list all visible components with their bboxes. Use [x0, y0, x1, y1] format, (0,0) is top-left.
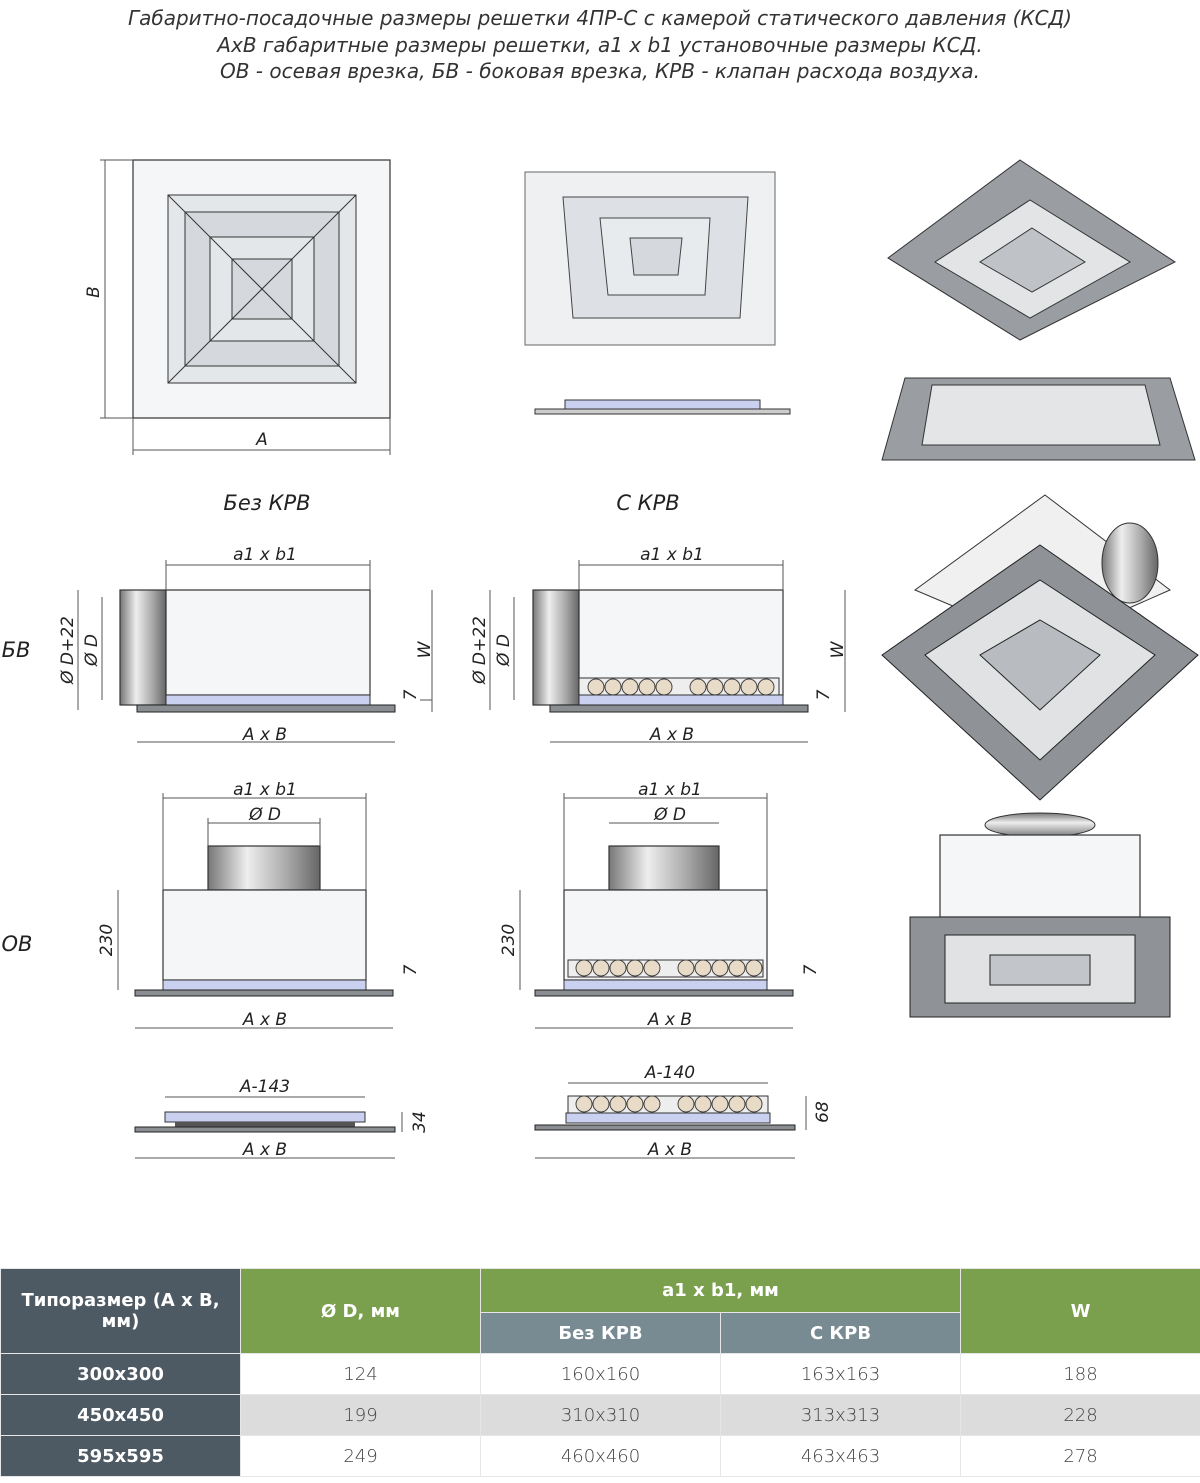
title-line-1: Габаритно-посадочные размеры решетки 4ПР…	[128, 6, 1072, 30]
dim-b-label: B	[84, 286, 104, 298]
d22-label: Ø D+22	[58, 616, 78, 685]
header-with-krv: С КРВ	[719, 1312, 962, 1354]
flat-without-krv-drawing: A-143 34 A x B	[134, 1077, 430, 1160]
row-ov: ОВ	[2, 932, 33, 956]
cell-d: 199	[240, 1394, 481, 1436]
header-size: Типоразмер (A x B, мм)	[0, 1268, 241, 1354]
grille-top-view: B A	[84, 159, 391, 455]
table-row: 300x300 124 160x160 163x163 188	[0, 1353, 1200, 1395]
bv-without-krv-drawing: a1 x b1 Ø D+22 Ø D W 7 A x B	[58, 545, 435, 745]
ov-without-krv-drawing: a1 x b1 Ø D 230 7 A x B	[97, 780, 421, 1030]
a1b1-label: a1 x b1	[233, 780, 297, 800]
d-label: Ø D	[248, 805, 281, 825]
grille-perspective-view	[524, 171, 791, 415]
inner-width-label: A-140	[644, 1063, 695, 1083]
dimensions-table: Типоразмер (A x B, мм) Ø D, мм a1 x b1, …	[0, 1268, 1200, 1477]
technical-drawings: B A	[2, 159, 1199, 1160]
cell-with-krv: 463x463	[719, 1435, 962, 1477]
axb-label: A x B	[647, 1140, 692, 1160]
cell-d: 249	[240, 1435, 481, 1477]
header-w: W	[960, 1268, 1200, 1354]
axb-label: A x B	[649, 725, 694, 745]
row-bv: БВ	[2, 638, 31, 662]
header-d: Ø D, мм	[240, 1268, 481, 1354]
a1b1-label: a1 x b1	[640, 545, 704, 565]
cell-size: 450x450	[0, 1394, 241, 1436]
a1b1-label: a1 x b1	[233, 545, 297, 565]
grille-iso-views	[881, 159, 1199, 1018]
height-label: 230	[499, 924, 519, 956]
seven-label: 7	[401, 689, 421, 700]
column-with-krv: С КРВ	[616, 491, 679, 515]
title-line-2: AxB габаритные размеры решетки, a1 x b1 …	[217, 33, 983, 57]
cell-without-krv: 160x160	[480, 1353, 721, 1395]
cell-w: 278	[960, 1435, 1200, 1477]
seven-label: 7	[801, 964, 821, 975]
d22-label: Ø D+22	[470, 616, 490, 685]
axb-label: A x B	[647, 1010, 692, 1030]
flat-with-krv-drawing: A-140 68 A x B	[534, 1063, 833, 1160]
a1b1-label: a1 x b1	[638, 780, 702, 800]
table-row: 595x595 249 460x460 463x463 278	[0, 1435, 1200, 1477]
bv-with-krv-drawing: a1 x b1 Ø D+22 Ø D W 7 A x B	[470, 545, 848, 745]
cell-without-krv: 460x460	[480, 1435, 721, 1477]
axb-label: A x B	[242, 725, 287, 745]
cell-with-krv: 313x313	[719, 1394, 962, 1436]
cell-size: 595x595	[0, 1435, 241, 1477]
d-label: Ø D	[82, 634, 102, 667]
dim-a-label: A	[255, 430, 268, 450]
height-label: 68	[813, 1101, 833, 1123]
w-label: W	[415, 640, 435, 658]
height-label: 230	[97, 924, 117, 956]
ov-with-krv-drawing: a1 x b1 Ø D 230 7 A x B	[499, 780, 821, 1030]
header-a1b1: a1 x b1, мм	[479, 1268, 962, 1313]
table-row: 450x450 199 310x310 313x313 228	[0, 1394, 1200, 1436]
cell-w: 188	[960, 1353, 1200, 1395]
cell-d: 124	[240, 1353, 481, 1395]
w-label: W	[828, 640, 848, 658]
title-line-3: ОВ - осевая врезка, БВ - боковая врезка,…	[219, 59, 981, 83]
header-without-krv: Без КРВ	[480, 1312, 721, 1354]
cell-size: 300x300	[0, 1353, 241, 1395]
inner-width-label: A-143	[239, 1077, 290, 1097]
axb-label: A x B	[242, 1140, 287, 1160]
cell-w: 228	[960, 1394, 1200, 1436]
column-without-krv: Без КРВ	[223, 491, 310, 515]
height-label: 34	[410, 1111, 430, 1133]
d-label: Ø D	[494, 634, 514, 667]
seven-label: 7	[814, 689, 834, 700]
cell-with-krv: 163x163	[719, 1353, 962, 1395]
cell-without-krv: 310x310	[480, 1394, 721, 1436]
d-label: Ø D	[653, 805, 686, 825]
axb-label: A x B	[242, 1010, 287, 1030]
seven-label: 7	[401, 964, 421, 975]
